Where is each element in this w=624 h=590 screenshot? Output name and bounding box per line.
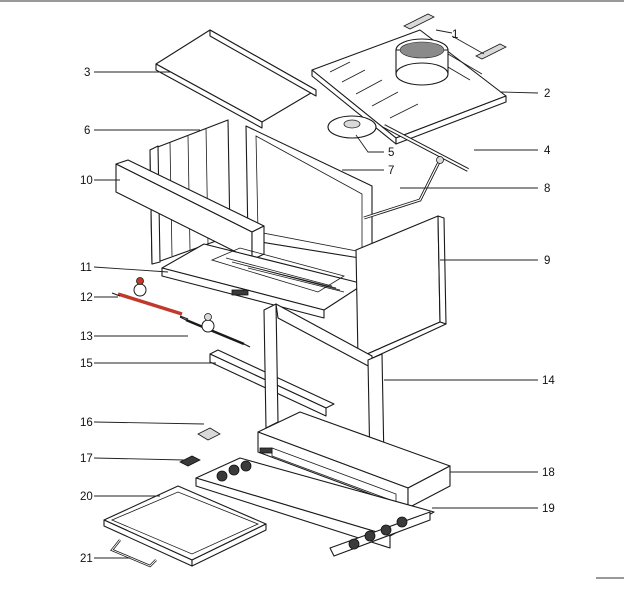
label-3: 3	[84, 67, 90, 79]
part-12-burner-bar	[111, 277, 189, 320]
part-4-rod	[383, 124, 469, 172]
callout-labels: 1 2 3 4 5 6 7 8 9 10 11 12 13 14 15 16 1…	[80, 29, 555, 565]
part-18-ash-box	[257, 411, 451, 509]
part-19-base-plate	[195, 457, 435, 557]
part-16-plate	[197, 427, 221, 441]
label-15: 15	[80, 358, 93, 370]
label-17: 17	[80, 453, 93, 465]
part-7-door-frame	[245, 125, 373, 261]
part-21-handle	[110, 539, 157, 568]
label-12: 12	[80, 292, 93, 304]
part-1-clips	[403, 13, 507, 60]
label-21: 21	[80, 553, 93, 565]
label-6: 6	[84, 125, 90, 137]
part-2-top-cover	[311, 29, 507, 145]
label-18: 18	[542, 467, 555, 479]
part-8-lever	[363, 156, 444, 220]
part-10-front-bar	[115, 159, 265, 261]
label-7: 7	[388, 165, 394, 177]
part-3-baffle-plate	[155, 29, 317, 129]
label-5: 5	[388, 147, 394, 159]
part-17-plate	[179, 455, 201, 467]
label-13: 13	[80, 331, 93, 343]
label-20: 20	[80, 491, 93, 503]
label-9: 9	[544, 255, 550, 267]
label-16: 16	[80, 417, 93, 429]
label-14: 14	[542, 375, 555, 387]
label-8: 8	[544, 183, 550, 195]
part-9-right-side-panel	[355, 215, 447, 363]
leader-lines	[93, 29, 539, 559]
label-10: 10	[80, 175, 93, 187]
part-13-burner-bar	[179, 313, 251, 348]
label-1: 1	[452, 29, 458, 41]
label-4: 4	[544, 145, 551, 157]
part-20-drip-tray	[103, 485, 267, 567]
label-2: 2	[544, 88, 550, 100]
label-19: 19	[542, 503, 555, 515]
part-5-disc	[327, 115, 377, 139]
label-11: 11	[80, 262, 92, 274]
